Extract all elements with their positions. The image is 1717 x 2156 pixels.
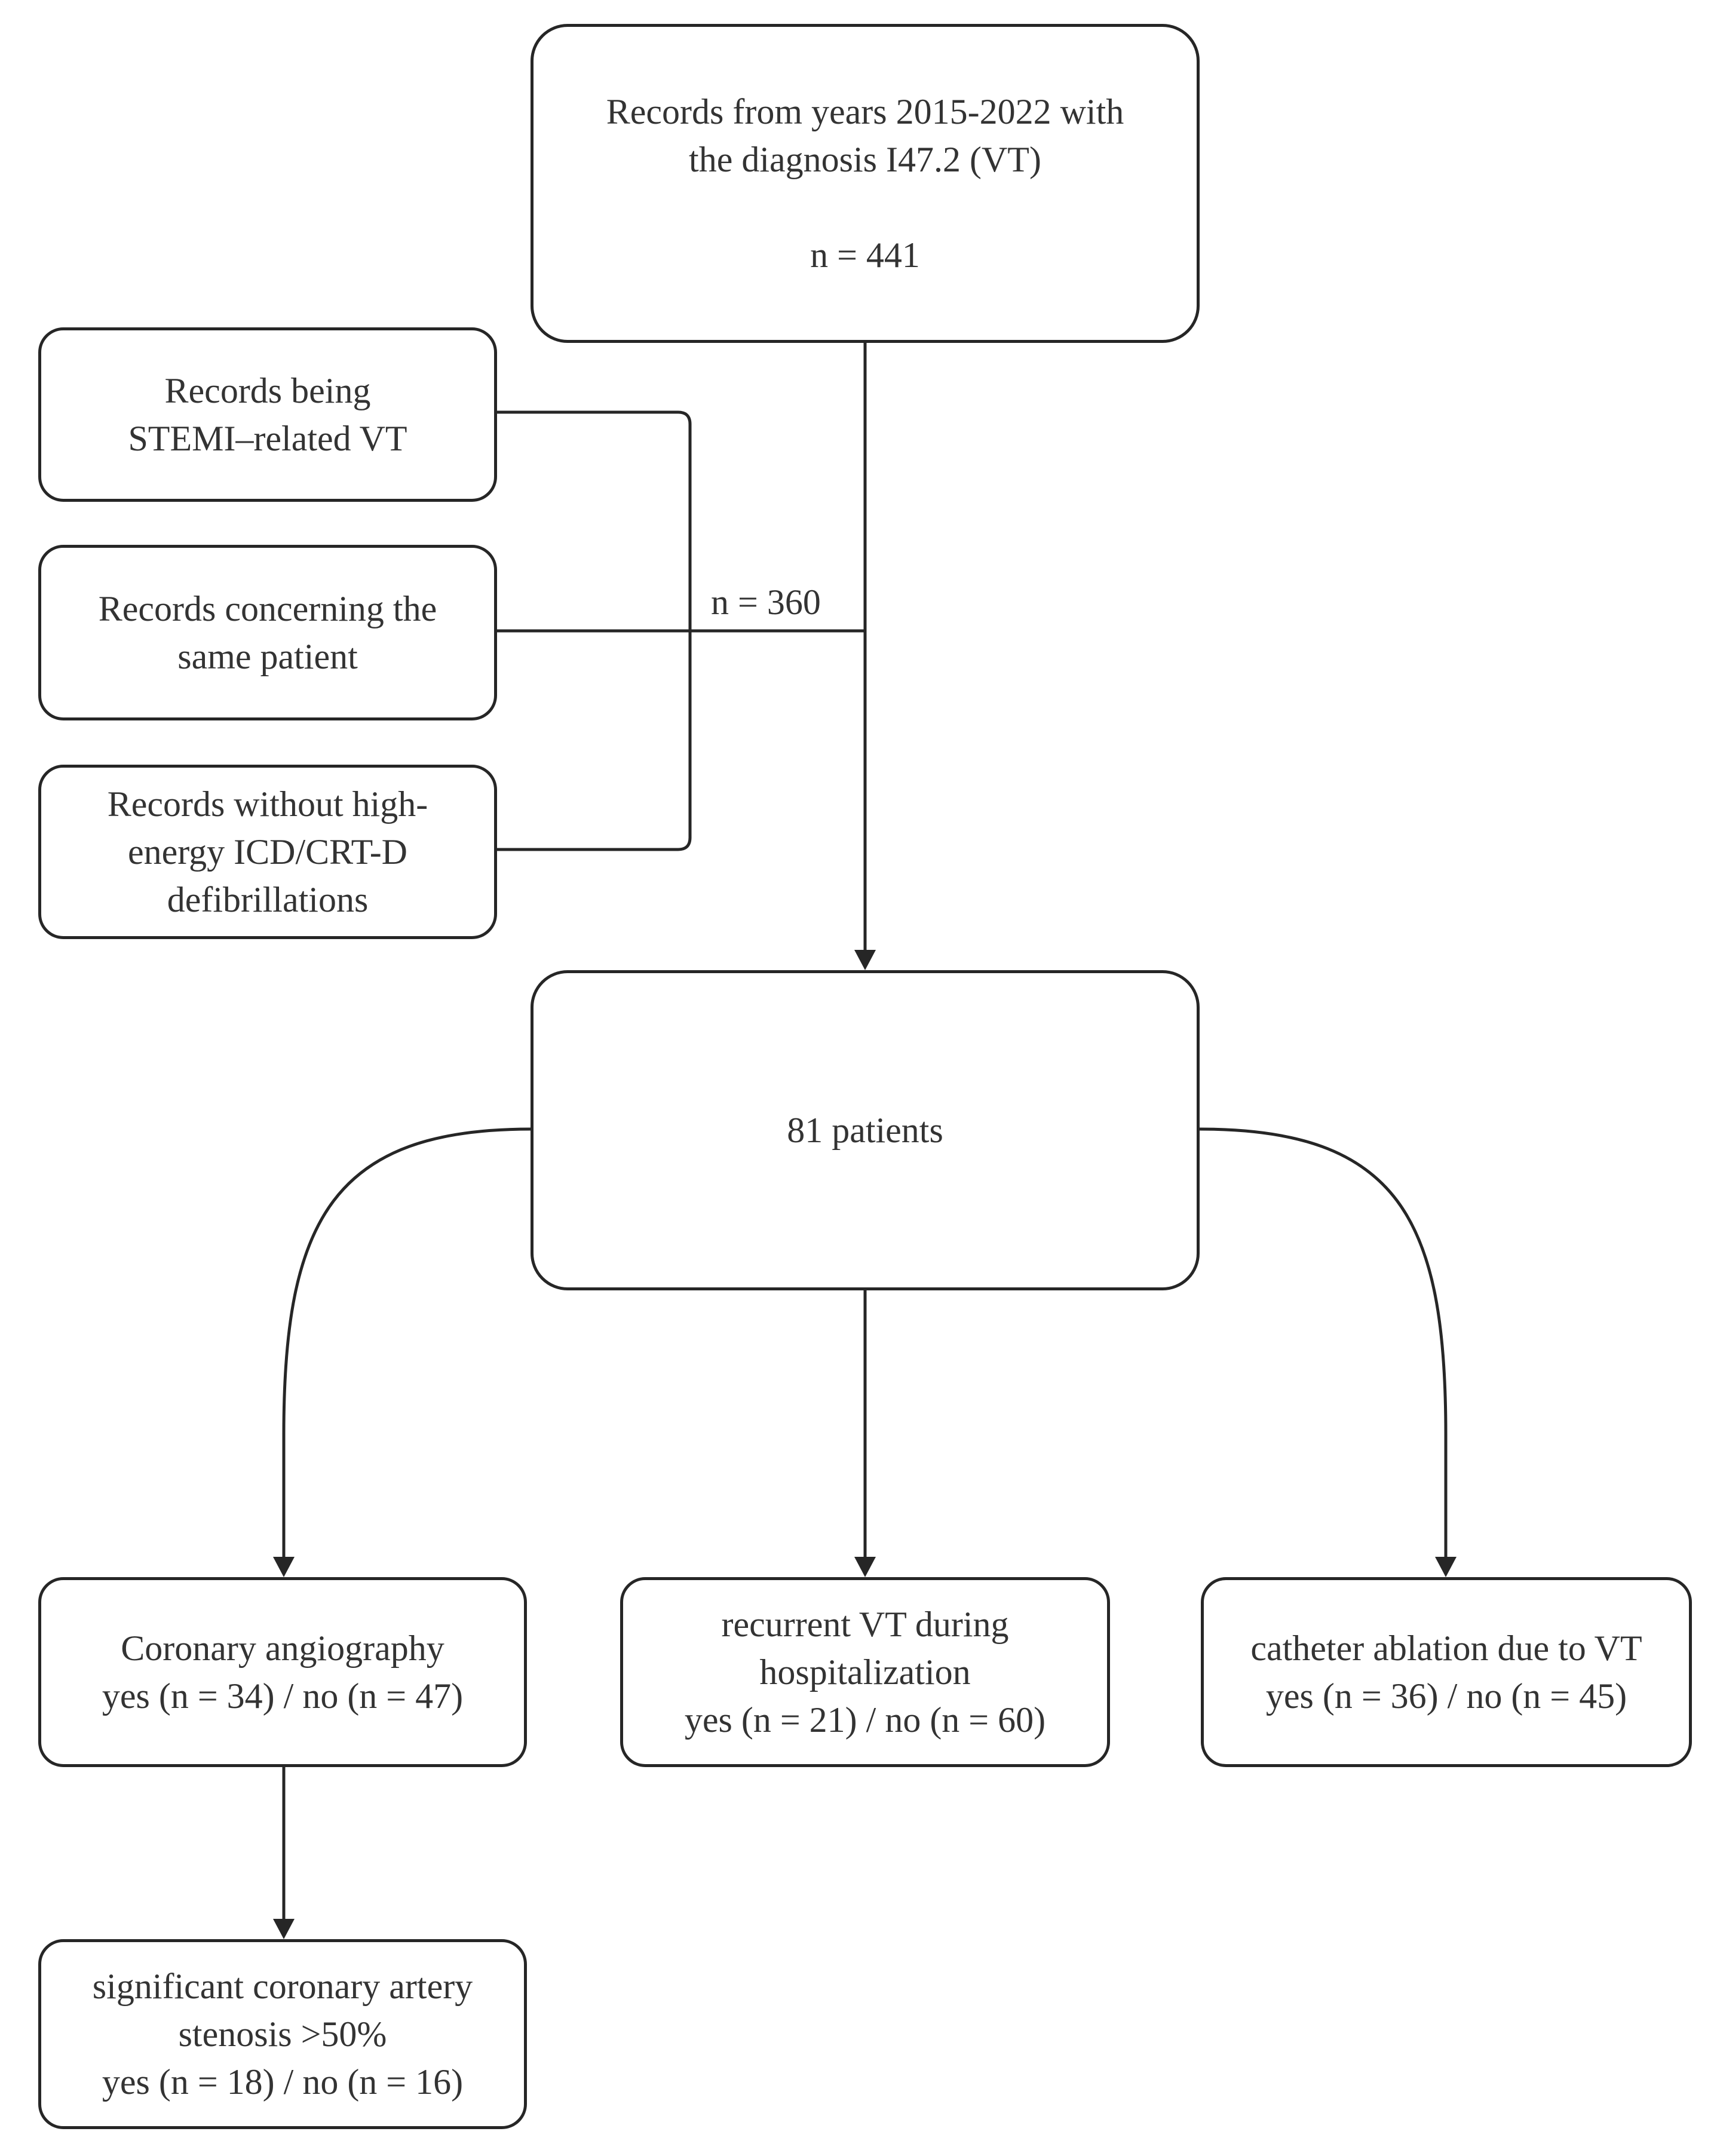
arrowhead-recurrent <box>854 1557 876 1577</box>
exclusion-same-patient-line1: Records concerning the <box>98 589 437 628</box>
arrowhead-ablation <box>1435 1557 1457 1577</box>
exclusion-same-patient-box: Records concerning the same patient <box>38 545 497 720</box>
recurrent-line3: yes (n = 21) / no (n = 60) <box>684 1700 1046 1740</box>
recurrent-line2: hospitalization <box>759 1652 971 1692</box>
records-line2: the diagnosis I47.2 (VT) <box>689 140 1041 179</box>
arrowhead-coronary <box>273 1557 295 1577</box>
recurrent-vt-box: recurrent VT during hospitalization yes … <box>620 1577 1110 1767</box>
exclusion-no-icd-line1: Records without high- <box>107 784 428 824</box>
records-line1: Records from years 2015-2022 with <box>606 92 1124 131</box>
ablation-line1: catheter ablation due to VT <box>1250 1628 1642 1668</box>
arrowhead-patients <box>854 950 876 970</box>
exclusion-stemi-line1: Records being <box>164 371 371 410</box>
records-box: Records from years 2015-2022 with the di… <box>531 24 1200 343</box>
exclusion-no-icd-box: Records without high- energy ICD/CRT-D d… <box>38 765 497 939</box>
exclusion-same-patient-line2: same patient <box>177 637 358 676</box>
exclusion-no-icd-line3: defibrillations <box>167 880 369 919</box>
edge-patients-to-ablation <box>1199 1127 1448 1557</box>
exclusion-stemi-line2: STEMI–related VT <box>128 419 407 458</box>
stenosis-line1: significant coronary artery <box>92 1967 473 2006</box>
stenosis-line2: stenosis >50% <box>178 2014 387 2054</box>
arrowhead-stenosis <box>273 1919 295 1939</box>
catheter-ablation-box: catheter ablation due to VT yes (n = 36)… <box>1201 1577 1692 1767</box>
stenosis-line3: yes (n = 18) / no (n = 16) <box>102 2062 464 2102</box>
exclusion-stemi-box: Records being STEMI–related VT <box>38 327 497 502</box>
coronary-line2: yes (n = 34) / no (n = 47) <box>102 1676 464 1716</box>
stenosis-box: significant coronary artery stenosis >50… <box>38 1939 527 2129</box>
coronary-line1: Coronary angiography <box>121 1628 444 1668</box>
exclusion-no-icd-line2: energy ICD/CRT-D <box>127 832 408 872</box>
patients-box: 81 patients <box>531 970 1200 1290</box>
ablation-line2: yes (n = 36) / no (n = 45) <box>1265 1676 1627 1716</box>
edge-patients-to-coronary <box>282 1127 531 1557</box>
excluded-count-label: n = 360 <box>711 582 821 622</box>
coronary-angiography-box: Coronary angiography yes (n = 34) / no (… <box>38 1577 527 1767</box>
records-count: n = 441 <box>810 235 920 275</box>
patients-label: 81 patients <box>787 1111 943 1150</box>
recurrent-line1: recurrent VT during <box>721 1605 1009 1644</box>
